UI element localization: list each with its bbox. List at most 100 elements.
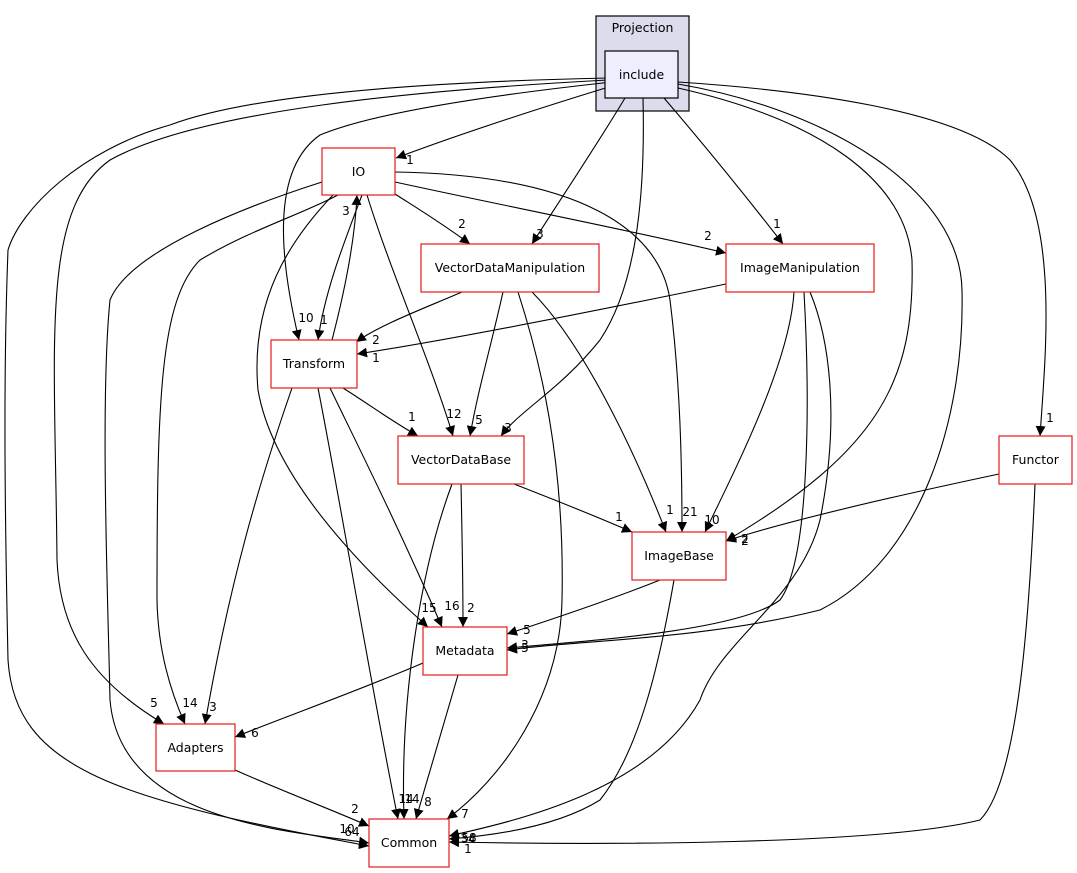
edge-imagebase-to-common[interactable]: 58 bbox=[448, 579, 675, 845]
edge-count-label[interactable]: 5 bbox=[150, 696, 158, 710]
edge-count-label[interactable]: 1 bbox=[615, 510, 623, 524]
edge-count-label[interactable]: 3 bbox=[521, 638, 529, 652]
edge-vdm-to-transform[interactable]: 2 bbox=[355, 291, 463, 347]
edge-vdb-to-metadata[interactable]: 2 bbox=[457, 483, 475, 628]
edge-io-to-metadata[interactable]: 15 bbox=[256, 194, 437, 628]
edge-count-label[interactable]: 10 bbox=[339, 822, 354, 836]
edge-io-to-vdb[interactable]: 12 bbox=[366, 194, 462, 437]
edge-count-label[interactable]: 14 bbox=[398, 792, 413, 806]
edge-line bbox=[355, 291, 463, 343]
edge-count-label[interactable]: 5 bbox=[523, 623, 531, 637]
edge-count-label[interactable]: 2 bbox=[458, 217, 466, 231]
edge-count-label[interactable]: 3 bbox=[342, 204, 350, 218]
edge-include-to-vdm[interactable]: 3 bbox=[531, 97, 626, 245]
edge-functor-to-common[interactable]: 1 bbox=[448, 483, 1036, 856]
node-transform-box bbox=[270, 339, 358, 389]
edge-transform-to-vdb[interactable]: 1 bbox=[342, 387, 419, 437]
edge-vdb-to-imagebase[interactable]: 1 bbox=[513, 483, 633, 533]
edge-count-label[interactable]: 1 bbox=[464, 842, 472, 856]
edge-include-to-transform[interactable]: 10 bbox=[282, 81, 613, 341]
node-vectordatabase[interactable]: VectorDataBase bbox=[397, 435, 525, 485]
edge-count-label[interactable]: 15 bbox=[421, 601, 436, 615]
edge-line bbox=[506, 291, 808, 653]
edge-count-label[interactable]: 2 bbox=[351, 802, 359, 816]
edge-metadata-to-common[interactable]: 8 bbox=[413, 674, 459, 820]
edge-include-to-functor[interactable]: 1 bbox=[677, 81, 1054, 437]
edge-imgman-to-transform[interactable]: 1 bbox=[356, 283, 727, 365]
edge-count-label[interactable]: 6 bbox=[251, 726, 259, 740]
edge-count-label[interactable]: 1 bbox=[406, 153, 414, 167]
edge-count-label[interactable]: 1 bbox=[372, 351, 380, 365]
edge-count-label[interactable]: 14 bbox=[182, 696, 197, 710]
edge-count-label[interactable]: 2 bbox=[704, 229, 712, 243]
node-metadata[interactable]: Metadata bbox=[422, 626, 508, 676]
node-vectordatamanipulation[interactable]: VectorDataManipulation bbox=[420, 243, 600, 293]
edge-include-to-adapters[interactable]: 5 bbox=[53, 79, 609, 725]
edge-count-label[interactable]: 5 bbox=[521, 641, 529, 655]
edge-count-label[interactable]: 1 bbox=[1046, 411, 1054, 425]
node-adapters-box bbox=[155, 723, 236, 772]
edge-imgman-to-metadata[interactable]: 3 bbox=[506, 291, 808, 653]
edge-count-label[interactable]: 64 bbox=[344, 825, 359, 839]
node-functor[interactable]: Functor bbox=[998, 435, 1073, 485]
edge-count-label[interactable]: 3 bbox=[504, 421, 512, 435]
edge-count-label[interactable]: 2 bbox=[741, 532, 749, 546]
edge-include-to-io[interactable]: 1 bbox=[395, 85, 613, 167]
edge-count-label[interactable]: 7 bbox=[461, 807, 469, 821]
edge-io-to-imagebase[interactable]: 21 bbox=[394, 171, 698, 533]
edge-count-label[interactable]: 58 bbox=[461, 831, 476, 845]
edge-io-to-common[interactable]: 64 bbox=[104, 181, 370, 847]
edge-count-label[interactable]: 16 bbox=[444, 599, 459, 613]
node-common-box bbox=[368, 818, 450, 868]
edge-include-to-imgman[interactable]: 1 bbox=[663, 97, 784, 245]
edge-io-to-imgman[interactable]: 2 bbox=[394, 181, 727, 256]
edge-count-label[interactable]: 21 bbox=[682, 505, 697, 519]
edge-count-label[interactable]: 12 bbox=[446, 407, 461, 421]
edge-vdm-to-vdb[interactable]: 5 bbox=[466, 291, 504, 437]
node-io[interactable]: IO bbox=[321, 147, 396, 196]
edge-count-label[interactable]: 2 bbox=[741, 534, 749, 548]
edge-io-to-adapters[interactable]: 14 bbox=[156, 194, 339, 725]
edge-include-to-imagebase[interactable]: 2 bbox=[677, 87, 913, 548]
edge-include-to-common[interactable]: 10 bbox=[4, 77, 609, 850]
edge-count-label[interactable]: 1 bbox=[666, 503, 674, 517]
edge-count-label[interactable]: 1 bbox=[773, 217, 781, 231]
edge-io-to-vdm[interactable]: 2 bbox=[394, 193, 471, 245]
edge-count-label[interactable]: 14 bbox=[404, 792, 419, 806]
edge-line bbox=[234, 769, 370, 827]
edge-imagebase-to-metadata[interactable]: 5 bbox=[506, 579, 661, 637]
edge-count-label[interactable]: 1 bbox=[408, 410, 416, 424]
node-transform[interactable]: Transform bbox=[270, 339, 358, 389]
edge-count-label[interactable]: 5 bbox=[475, 413, 483, 427]
edge-vdm-to-common[interactable]: 7 bbox=[446, 291, 563, 821]
edge-transform-to-io[interactable]: 3 bbox=[331, 194, 362, 341]
edge-line bbox=[506, 579, 661, 636]
edge-include-to-metadata[interactable]: 5 bbox=[506, 83, 963, 655]
node-include[interactable]: include bbox=[604, 50, 679, 99]
edge-include-to-vdb[interactable]: 3 bbox=[500, 97, 644, 437]
edge-transform-to-metadata[interactable]: 16 bbox=[329, 387, 460, 628]
edge-count-label[interactable]: 10 bbox=[704, 513, 719, 527]
edge-metadata-to-adapters[interactable]: 6 bbox=[234, 662, 424, 740]
edge-vdb-to-common[interactable]: 14 bbox=[398, 483, 453, 820]
node-adapters[interactable]: Adapters bbox=[155, 723, 236, 772]
edge-count-label[interactable]: 2 bbox=[372, 333, 380, 347]
node-metadata-box bbox=[422, 626, 508, 676]
edge-count-label[interactable]: 10 bbox=[298, 311, 313, 325]
edge-count-label[interactable]: 2 bbox=[467, 601, 475, 615]
edge-line bbox=[394, 181, 727, 256]
node-imagemanipulation[interactable]: ImageManipulation bbox=[725, 243, 875, 293]
edge-transform-to-common[interactable]: 14 bbox=[317, 387, 414, 820]
edge-adapters-to-common[interactable]: 2 bbox=[234, 769, 370, 827]
edge-line bbox=[331, 194, 362, 341]
edge-count-label[interactable]: 1 bbox=[320, 313, 328, 327]
node-common[interactable]: Common bbox=[368, 818, 450, 868]
edge-count-label[interactable]: 8 bbox=[424, 795, 432, 809]
edge-transform-to-adapters[interactable]: 3 bbox=[201, 387, 293, 725]
edge-count-label[interactable]: 3 bbox=[536, 227, 544, 241]
edge-count-label[interactable]: 3 bbox=[209, 700, 217, 714]
edge-functor-to-imagebase[interactable]: 2 bbox=[725, 473, 1000, 546]
node-imagebase[interactable]: ImageBase bbox=[631, 531, 727, 581]
edge-imgman-to-imagebase[interactable]: 10 bbox=[704, 291, 795, 533]
edge-vdm-to-imagebase[interactable]: 1 bbox=[531, 291, 674, 533]
